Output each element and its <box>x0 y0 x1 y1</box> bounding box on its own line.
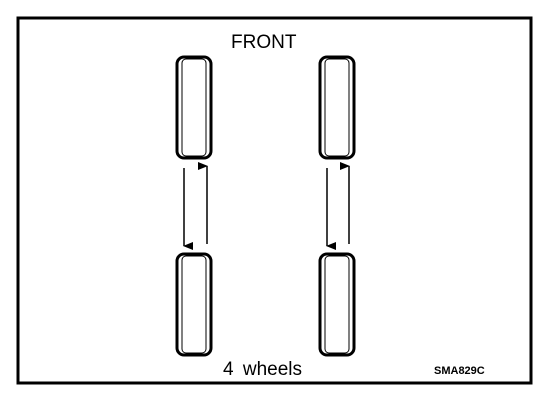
front-label: FRONT <box>231 32 297 53</box>
diagram-frame <box>16 16 533 385</box>
wheel-rear-left <box>175 252 213 357</box>
wheel-count-caption: 4 wheels <box>223 359 302 380</box>
wheel-rear-right <box>318 252 356 357</box>
wheel-front-left <box>175 55 213 160</box>
wheel-front-right <box>318 55 356 160</box>
figure-code: SMA829C <box>434 365 485 377</box>
